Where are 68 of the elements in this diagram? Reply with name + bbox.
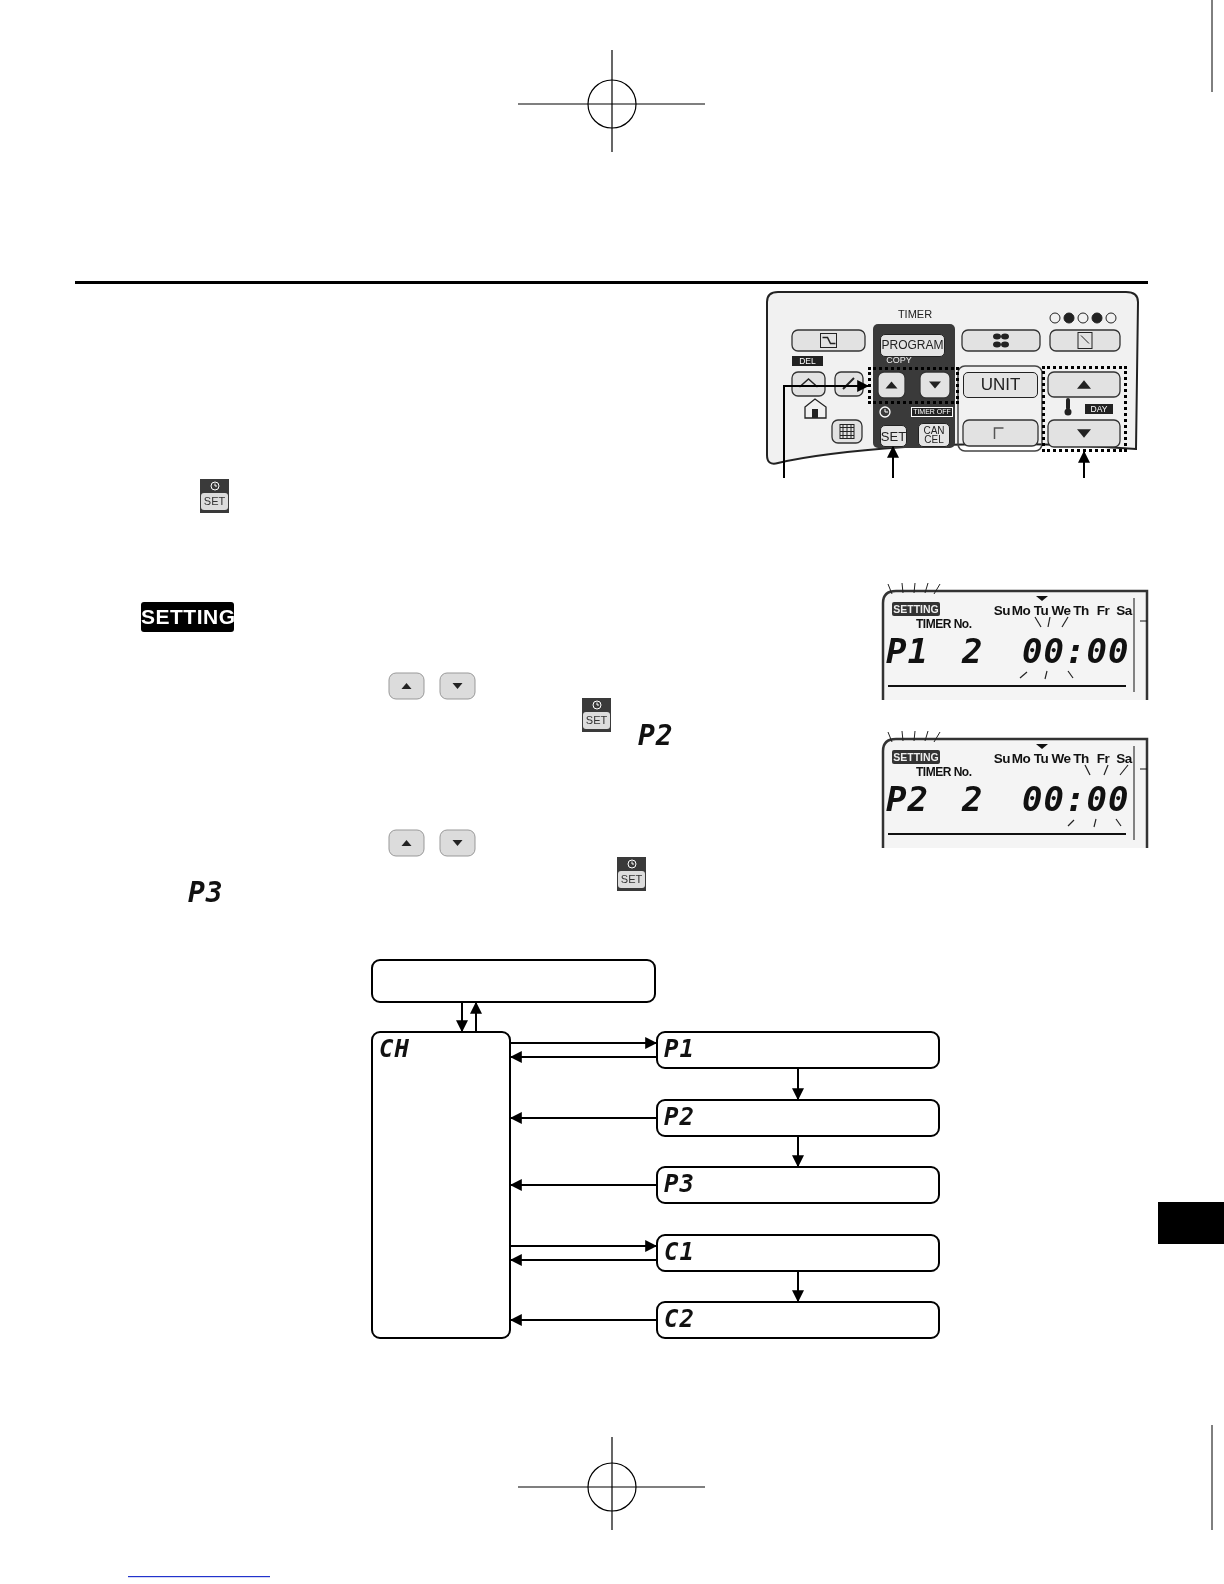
lcd-clock-digits: 00:00 [1022,782,1130,816]
step-box [656,1031,940,1069]
weekday-text: Su [992,603,1012,618]
weekday-text: Sa [1115,751,1134,766]
step-box [656,1234,940,1272]
lcd-clock-digits: 00:00 [1022,634,1130,668]
arrow [456,1002,468,1033]
arrow [510,1037,658,1049]
arrow [509,1051,657,1063]
day-tag: DAY [1085,404,1113,414]
weekday-text: Mo [1010,603,1032,618]
copy-text: COPY [885,356,913,366]
timer-heading: TIMER [896,308,934,321]
arrow [509,1179,657,1191]
weekday-text: Tu [1032,751,1050,766]
unit-button: UNIT [963,372,1038,398]
display-code: CH [379,1037,410,1061]
display-code: P3 [188,879,224,907]
display-code: P2 [664,1105,695,1129]
cancel-button: CAN CEL [918,423,950,447]
weekday-text: We [1050,751,1072,766]
arrow [792,1068,804,1101]
arrow [783,380,870,479]
arrow [509,1254,657,1266]
lcd-digits: 2 [962,782,984,816]
arrow [510,1240,658,1252]
set-key: SET [618,871,645,888]
arrow [470,1001,482,1032]
set-key: SET [201,493,228,510]
arrow [1078,450,1090,479]
highlight-frame [1042,366,1127,452]
highlight-frame [868,367,959,404]
arrow [509,1112,657,1124]
lcd-digits: P2 [886,782,929,816]
weekday-text: Mo [1010,751,1032,766]
program-button: PROGRAM [880,334,945,357]
display-code: C1 [664,1240,695,1264]
weekday-text: Fr [1095,603,1111,618]
blank-box [371,959,656,1003]
step-box [656,1166,940,1204]
arrow [792,1136,804,1168]
step-box [656,1099,940,1137]
setting-tag: SETTING [141,602,234,632]
lcd-digits: 2 [962,634,984,668]
weekday-text: Th [1072,751,1090,766]
arrow [887,445,899,479]
lcd-digits: P1 [886,634,929,668]
step-box [656,1301,940,1339]
set-key: SET [583,712,610,729]
del-tag: DEL [792,356,823,366]
setting-indicator: SETTING [892,750,940,764]
setting-indicator: SETTING [892,602,940,616]
weekday-text: Fr [1095,751,1111,766]
weekday-text: Th [1072,603,1090,618]
weekday-text: Tu [1032,603,1050,618]
display-code: C2 [664,1307,695,1331]
arrow [509,1314,657,1326]
step-box [371,1031,511,1339]
weekday-text: Sa [1115,603,1134,618]
arrow [792,1271,804,1303]
weekday-text: Su [992,751,1012,766]
weekday-text: We [1050,603,1072,618]
timer-number-text: TIMER No. [916,617,972,631]
timer-number-text: TIMER No. [916,765,972,779]
set-button: SET [880,425,907,447]
display-code: P3 [664,1172,695,1196]
display-code: P1 [664,1037,695,1061]
display-code: P2 [638,722,674,750]
